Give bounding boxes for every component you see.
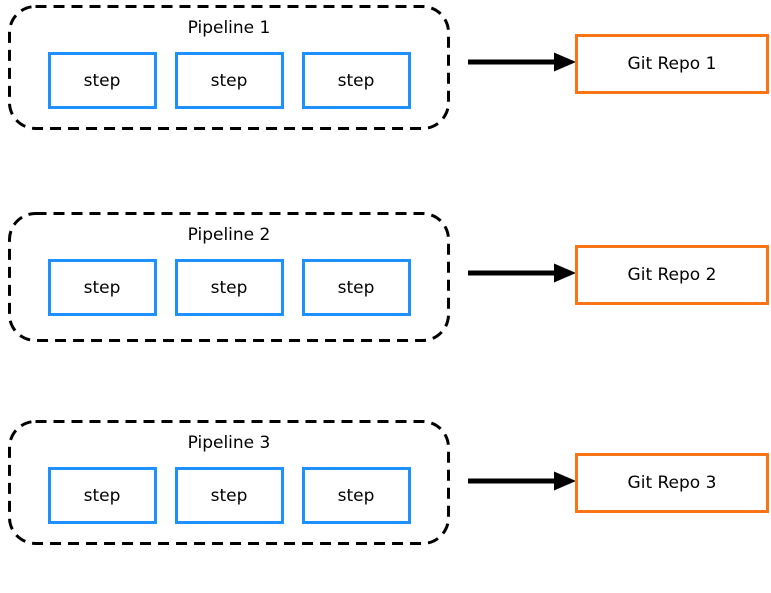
- arrow-right-icon: [468, 263, 576, 283]
- git-repo-box: Git Repo 1: [575, 34, 769, 94]
- pipeline-container-2: Pipeline 2 step step step: [8, 212, 450, 342]
- step-box: step: [47, 467, 157, 524]
- arrow-right-icon: [468, 471, 576, 491]
- steps-row: step step step: [8, 259, 450, 316]
- step-box: step: [301, 52, 411, 109]
- git-repo-label: Git Repo 1: [627, 54, 717, 74]
- step-label: step: [210, 277, 248, 298]
- steps-row: step step step: [8, 52, 450, 109]
- git-repo-label: Git Repo 2: [627, 265, 717, 285]
- step-box: step: [174, 259, 284, 316]
- step-box: step: [301, 259, 411, 316]
- pipeline-dashed-border: [8, 212, 450, 342]
- git-repo-box: Git Repo 2: [575, 245, 769, 305]
- step-label: step: [210, 70, 248, 91]
- pipeline-dashed-border: [8, 420, 450, 545]
- arrow-right-icon: [468, 52, 576, 72]
- pipeline-container-3: Pipeline 3 step step step: [8, 420, 450, 545]
- step-box: step: [47, 259, 157, 316]
- step-label: step: [337, 277, 375, 298]
- step-label: step: [210, 485, 248, 506]
- step-box: step: [47, 52, 157, 109]
- step-box: step: [301, 467, 411, 524]
- pipeline-dashed-border: [8, 5, 450, 130]
- step-label: step: [83, 277, 121, 298]
- step-box: step: [174, 467, 284, 524]
- step-label: step: [83, 70, 121, 91]
- pipeline-title: Pipeline 1: [187, 18, 271, 38]
- pipeline-title: Pipeline 3: [187, 433, 271, 453]
- step-label: step: [337, 70, 375, 91]
- steps-row: step step step: [8, 467, 450, 524]
- step-box: step: [174, 52, 284, 109]
- pipeline-title: Pipeline 2: [187, 225, 271, 245]
- git-repo-box: Git Repo 3: [575, 453, 769, 513]
- step-label: step: [83, 485, 121, 506]
- step-label: step: [337, 485, 375, 506]
- pipeline-container-1: Pipeline 1 step step step: [8, 5, 450, 130]
- git-repo-label: Git Repo 3: [627, 473, 717, 493]
